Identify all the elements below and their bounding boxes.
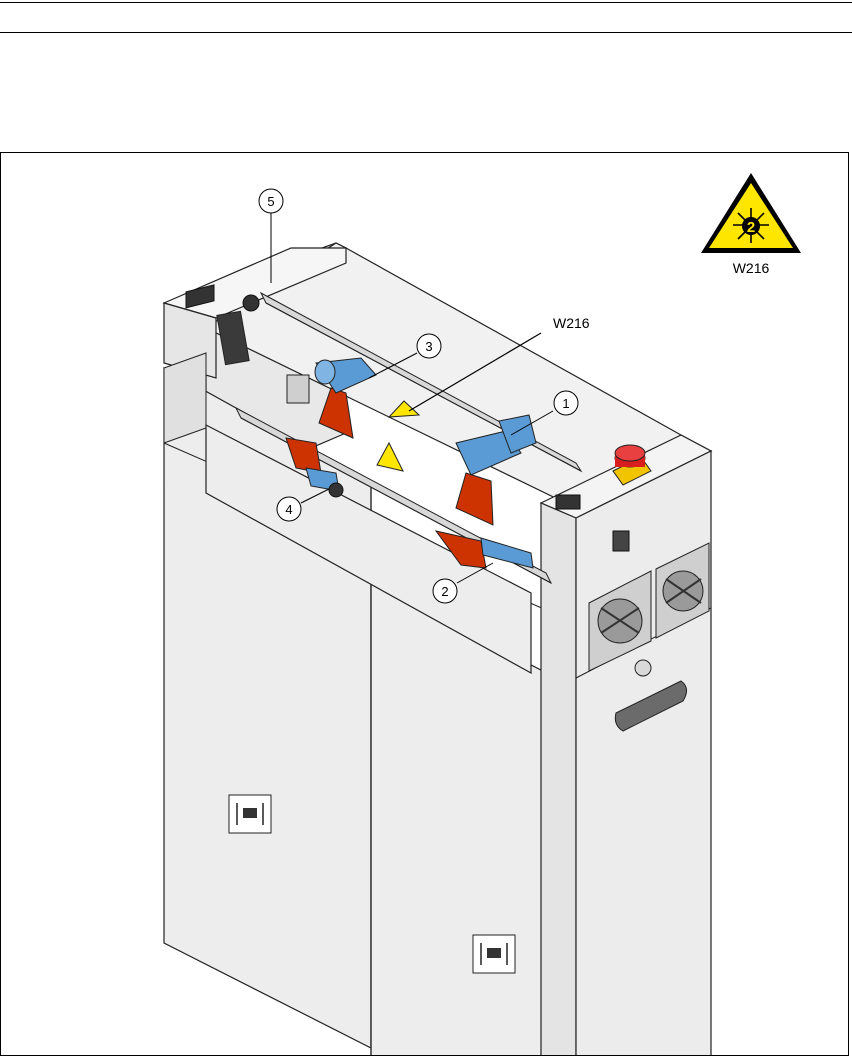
svg-text:2: 2: [747, 219, 755, 236]
transport-label-right: [473, 935, 515, 973]
roller-4: [329, 483, 343, 497]
machine-illustration: W216 5 3 1 4 2 2 W216: [1, 153, 849, 1056]
cabinet-lock[interactable]: [635, 660, 651, 676]
svg-text:3: 3: [425, 339, 432, 354]
svg-text:5: 5: [267, 194, 274, 209]
laser-warning-sticker-lower: [377, 443, 403, 471]
indicator-square: [613, 531, 629, 551]
header-rule-top: [0, 2, 852, 3]
warning-sign-code: W216: [733, 260, 770, 276]
right-tower-front: [541, 503, 576, 1056]
svg-text:1: 1: [562, 396, 569, 411]
svg-text:4: 4: [285, 502, 292, 517]
right-tower-side: [576, 451, 711, 1056]
right-power-switch[interactable]: [556, 495, 580, 509]
pointer-label: W216: [553, 315, 590, 331]
transport-label-left: [229, 795, 271, 833]
roller-5: [243, 295, 259, 311]
laser-unit-2: [481, 538, 533, 568]
figure-frame: W216 5 3 1 4 2 2 W216: [0, 152, 849, 1056]
connector-block: [287, 375, 309, 403]
svg-text:2: 2: [441, 584, 448, 599]
header-rule-bottom: [0, 32, 852, 33]
left-cabinet-side: [164, 353, 206, 443]
laser-class-2-warning-icon: 2 W216: [701, 173, 801, 276]
laser-beam-1: [456, 473, 493, 525]
